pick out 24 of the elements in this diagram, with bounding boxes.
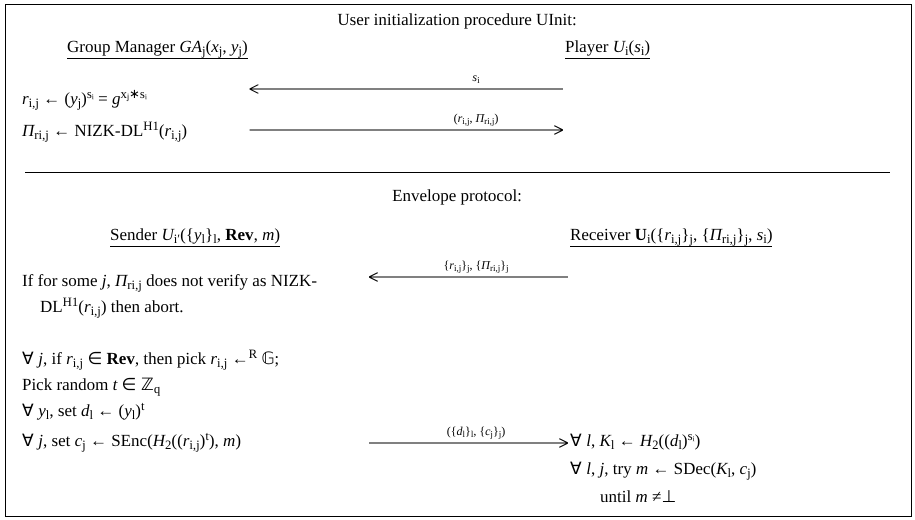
edge-label: {r$_{i,j}$}$_{j}$, {Π$_{ri,j}$}$_{j}$ bbox=[444, 258, 508, 272]
protocol-step: ∀ l, K$_{l}$ ← H$_{2}$((d$_{l}$)$^{sᵢ}$) bbox=[570, 428, 700, 454]
protocol-step: until m ≠⊥ bbox=[600, 484, 676, 510]
protocol-step: r$_{i,j}$ ← (y$_{j}$)$^{sᵢ}$ = g$^{xⱼ∗sᵢ}$ bbox=[22, 86, 147, 112]
edge-label: ({d$_{l}$}$_{l}$, {c$_{j}$}$_{j}$) bbox=[446, 424, 506, 438]
protocol-step: If for some j, Π$_{ri,j}$ does not verify as NIZK-DL$^{H1}$(r$_{i,j}$) then abort. bbox=[22, 268, 367, 320]
section-title: Envelope protocol: bbox=[392, 186, 522, 206]
edge-label: s$_{i}$ bbox=[472, 70, 480, 84]
message-arrow bbox=[368, 272, 568, 282]
message-arrow bbox=[249, 84, 563, 94]
protocol-step: ∀ l, j, try m ← SDec(K$_{l}$, c$_{j}$) bbox=[570, 456, 756, 482]
message-arrow bbox=[369, 438, 569, 448]
protocol-step: ∀ j, if r$_{i,j}$ ∈ Rev, then pick r$_{i,j}$ ←$^{R}$ 𝔾; bbox=[22, 346, 280, 372]
section-title: User initialization procedure UInit: bbox=[337, 10, 577, 30]
protocol-step: ∀ y$_{l}$, set d$_{l}$ ← (y$_{l}$)$^{t}$ bbox=[22, 398, 145, 424]
party-heading: Receiver U$_{i}$({r$_{i,j}$}$_{j}$, {Π$_{ri,j}$}$_{j}$, s$_{i}$) bbox=[570, 224, 772, 247]
party-heading: Group Manager GA$_{j}$(x$_{j}$, y$_{j}$) bbox=[67, 36, 248, 59]
party-heading: Sender U$_{i′}$({y$_{l}$}$_{l}$, Rev, m) bbox=[110, 224, 280, 247]
party-heading: Player U$_{i}$(s$_{i}$) bbox=[565, 36, 650, 59]
protocol-step: ∀ j, set c$_{j}$ ← SEnc(H$_{2}$((r$_{i,j}$)$^{t}$), m) bbox=[22, 428, 241, 454]
protocol-step: Π$_{ri,j}$ ← NIZK-DL$^{H1}$(r$_{i,j}$) bbox=[22, 118, 188, 144]
message-arrow bbox=[250, 124, 564, 136]
protocol-step: Pick random t ∈ ℤ$_{q}$ bbox=[22, 372, 160, 398]
edge-label: (r$_{i,j}$, Π$_{ri,j}$) bbox=[454, 111, 498, 125]
